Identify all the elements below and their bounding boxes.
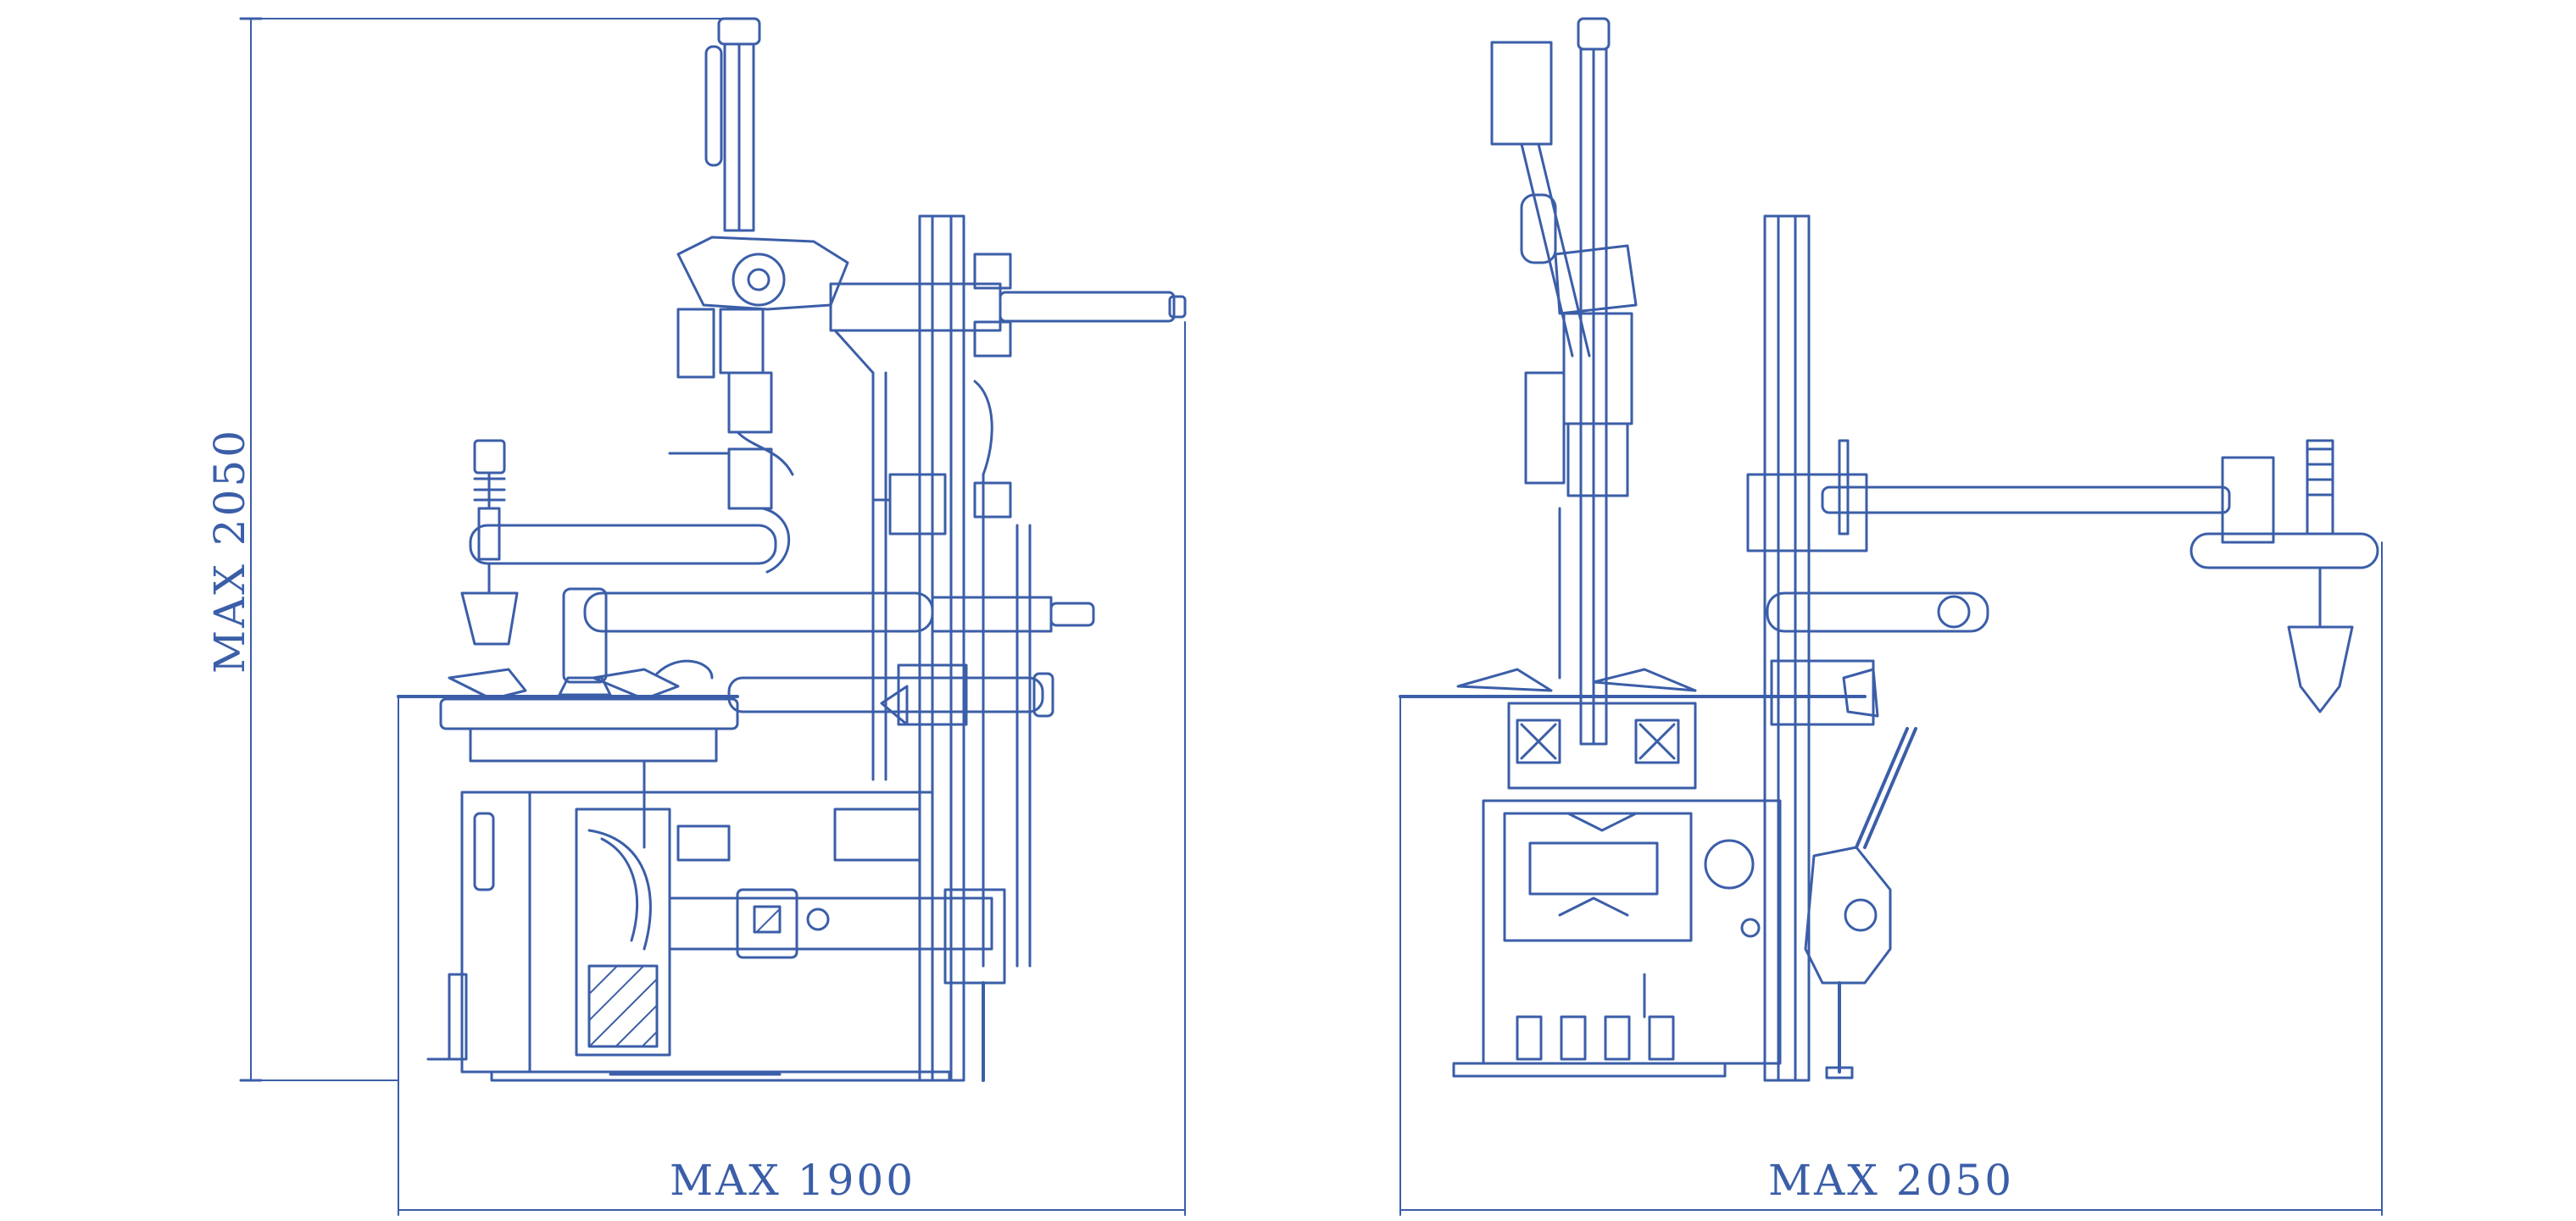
side-head [1490,17,1638,746]
width-dimension-front [398,321,1186,1216]
assist-arm [460,439,947,646]
side-column [1763,214,1811,1082]
lower-housing [668,888,1006,1082]
side-assist-arm [1766,591,1989,726]
turntable [397,659,739,849]
front-view [239,17,1187,1216]
lower-arm [558,587,1095,697]
cabinet [426,791,951,1082]
bead-arm [727,663,1054,726]
column [918,214,1032,1082]
side-turntable [1399,668,1867,790]
side-cabinet [1452,799,1782,1078]
tilting-head [668,17,849,510]
side-width-label: MAX 2050 [1768,1156,2014,1205]
width-dimension-side [1399,541,2383,1216]
side-swing-arm [1746,439,2379,713]
side-view [1399,17,2383,1216]
height-dimension [239,17,738,1082]
front-width-label: MAX 1900 [670,1156,915,1205]
height-label: MAX 2050 [205,428,254,674]
side-bead-breaker [1804,727,1917,1079]
